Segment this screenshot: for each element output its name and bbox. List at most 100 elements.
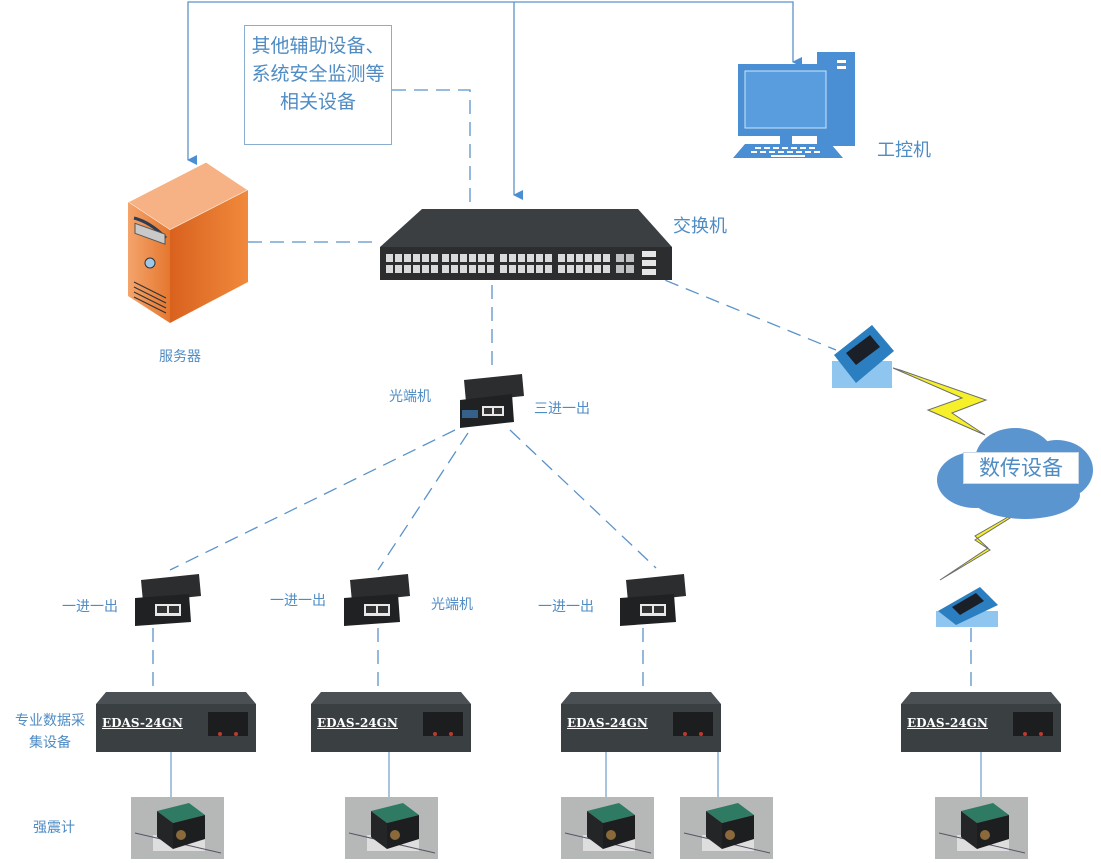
- switch-port: [404, 254, 411, 262]
- hub-converter-mode: 三进一出: [534, 401, 590, 417]
- hub-to-branch3: [509, 429, 657, 569]
- daq-row-label-line1: 专业数据采: [15, 713, 85, 729]
- switch-port: [500, 254, 507, 262]
- sensor-row-label: 强震计: [33, 820, 75, 836]
- hub-converter-node[interactable]: [456, 370, 526, 430]
- branch-converter-1[interactable]: [133, 570, 203, 628]
- daq-model-label: EDAS-24GN: [907, 716, 988, 730]
- branch-2-converter-label: 光端机: [431, 597, 473, 613]
- switch-port: [576, 265, 583, 273]
- daq-box-icon: [311, 692, 471, 752]
- daq-box-icon: [901, 692, 1061, 752]
- switch-port: [469, 265, 476, 273]
- server-tower-icon: [127, 161, 249, 323]
- switch-port: [518, 254, 525, 262]
- switch-label: 交换机: [673, 216, 727, 237]
- switch-sfp-port: [626, 254, 634, 262]
- switch-port: [487, 254, 494, 262]
- cloud-label: 数传设备: [963, 452, 1079, 484]
- daq-model-label: EDAS-24GN: [317, 716, 398, 730]
- switch-port: [594, 265, 601, 273]
- switch-port: [386, 254, 393, 262]
- seismometer-icon: [561, 797, 654, 859]
- switch-port: [422, 265, 429, 273]
- network-switch-icon: [380, 209, 672, 280]
- hub-to-branch1: [169, 429, 456, 571]
- radio-modem-top[interactable]: [832, 323, 894, 388]
- switch-port: [509, 254, 516, 262]
- switch-port: [478, 254, 485, 262]
- switch-uplink-port: [642, 251, 656, 257]
- switch-port: [404, 265, 411, 273]
- auxiliary-equipment-box: 其他辅助设备、系统安全监测等相关设备: [244, 25, 392, 145]
- radio-modem-icon: [832, 325, 894, 388]
- switch-uplink-port: [642, 269, 656, 275]
- branch-converter-3[interactable]: [618, 570, 688, 628]
- seismometer-4[interactable]: [935, 797, 1028, 859]
- daq-unit-1[interactable]: EDAS-24GN: [96, 690, 258, 754]
- daq-row-label: 专业数据采 集设备: [10, 710, 90, 754]
- daq-unit-3[interactable]: EDAS-24GN: [561, 690, 723, 754]
- switch-port: [487, 265, 494, 273]
- server-node[interactable]: [126, 160, 250, 325]
- switch-port: [603, 254, 610, 262]
- daq-unit-4[interactable]: EDAS-24GN: [901, 690, 1063, 754]
- switch-sfp-port: [616, 265, 624, 273]
- seismometer-3b[interactable]: [680, 797, 773, 859]
- radio-modem-bottom[interactable]: [936, 585, 998, 627]
- switch-sfp-port: [626, 265, 634, 273]
- switch-port: [395, 254, 402, 262]
- switch-port: [451, 254, 458, 262]
- seismometer-icon: [680, 797, 773, 859]
- aux-to-switch: [392, 89, 471, 208]
- switch-port: [594, 254, 601, 262]
- switch-to-radio: [644, 271, 837, 351]
- switch-port: [585, 254, 592, 262]
- media-converter-icon: [620, 574, 686, 626]
- switch-port: [558, 254, 565, 262]
- seismometer-icon: [935, 797, 1028, 859]
- branch-2-mode: 一进一出: [270, 593, 326, 609]
- switch-port: [518, 265, 525, 273]
- switch-port: [545, 254, 552, 262]
- desktop-computer-icon: [733, 52, 855, 158]
- switch-port: [558, 265, 565, 273]
- switch-port: [422, 254, 429, 262]
- daq-model-label: EDAS-24GN: [102, 716, 183, 730]
- seismometer-1[interactable]: [131, 797, 224, 859]
- branch-1-mode: 一进一出: [62, 599, 118, 615]
- daq-unit-2[interactable]: EDAS-24GN: [311, 690, 473, 754]
- seismometer-icon: [345, 797, 438, 859]
- switch-port: [478, 265, 485, 273]
- switch-port: [567, 265, 574, 273]
- seismometer-2[interactable]: [345, 797, 438, 859]
- switch-port: [431, 265, 438, 273]
- switch-port: [500, 265, 507, 273]
- branch-converter-2[interactable]: [342, 570, 412, 628]
- workstation-node[interactable]: [733, 52, 858, 162]
- radio-modem-icon: [936, 587, 998, 627]
- switch-port: [386, 265, 393, 273]
- hub-to-branch2: [377, 432, 469, 571]
- switch-uplink-port: [642, 260, 656, 266]
- switch-port: [442, 265, 449, 273]
- wireless-link-top: [892, 367, 988, 436]
- branch-3-mode: 一进一出: [538, 599, 594, 615]
- switch-port: [576, 254, 583, 262]
- switch-port: [442, 254, 449, 262]
- media-converter-icon: [344, 574, 410, 626]
- bus-to-server: [187, 1, 514, 165]
- switch-port: [527, 254, 534, 262]
- bus-to-workstation: [514, 1, 802, 67]
- switch-port: [395, 265, 402, 273]
- switch-port: [413, 254, 420, 262]
- switch-port: [603, 265, 610, 273]
- daq-box-icon: [96, 692, 256, 752]
- seismometer-3a[interactable]: [561, 797, 654, 859]
- switch-port: [536, 254, 543, 262]
- switch-port: [536, 265, 543, 273]
- switch-port: [460, 254, 467, 262]
- hub-converter-label: 光端机: [389, 389, 431, 405]
- switch-node[interactable]: [380, 207, 672, 282]
